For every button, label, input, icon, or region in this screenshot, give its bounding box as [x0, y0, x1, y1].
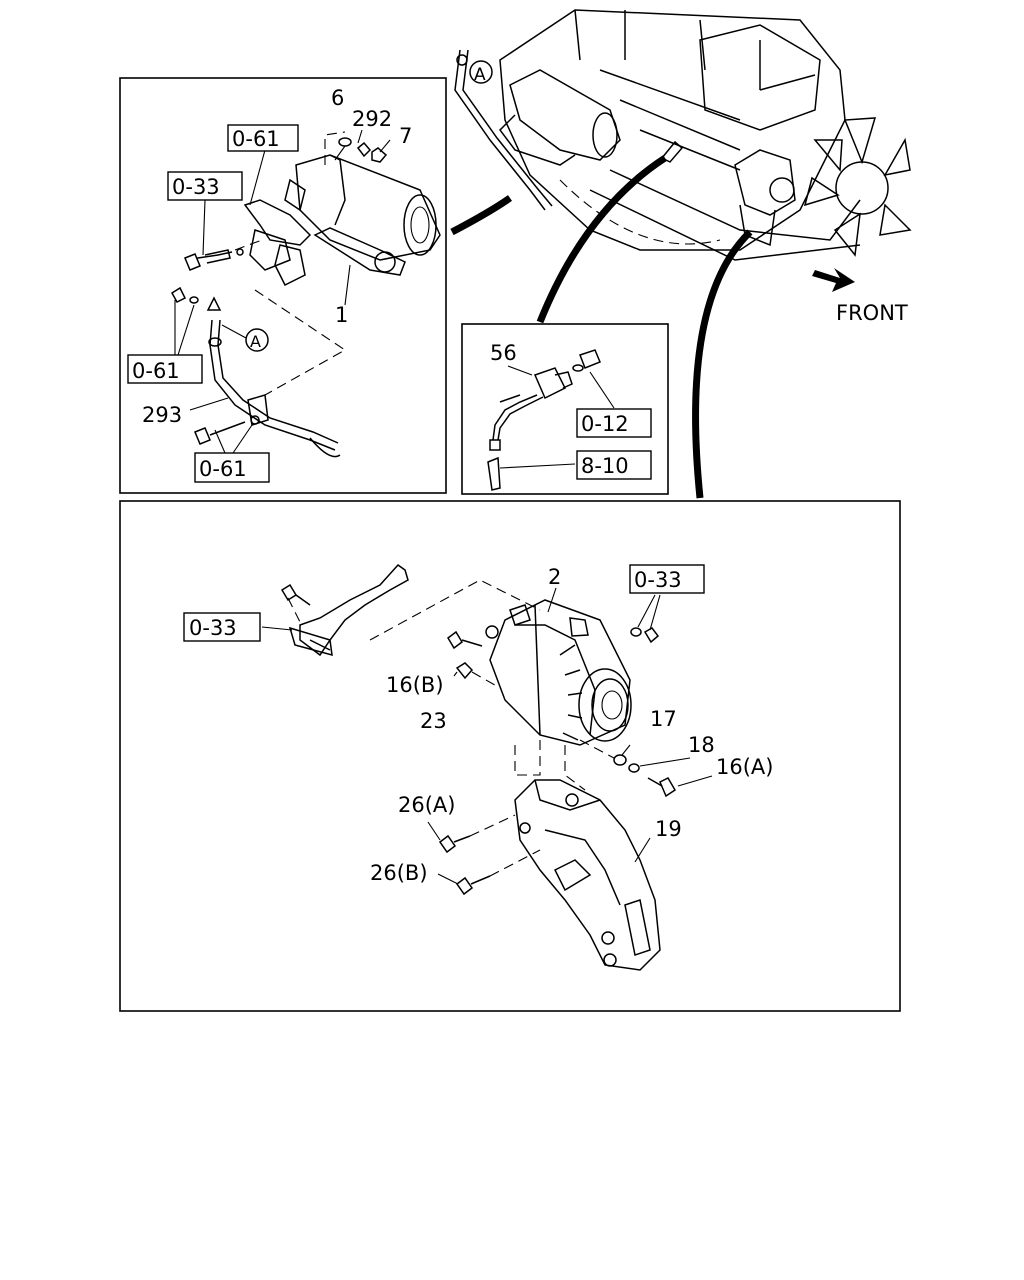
ref-starter-bolt: 0-33: [172, 175, 220, 199]
part-26a: 26(A): [398, 793, 455, 817]
part-16a: 16(A): [716, 755, 773, 779]
part-19: 19: [655, 817, 682, 841]
part-7: 7: [399, 124, 412, 148]
part-16b: 16(B): [386, 673, 444, 697]
marker-a-starter: A: [250, 332, 261, 351]
ref-starter-bracket: 0-61: [232, 127, 280, 151]
front-arrow-icon: [812, 268, 855, 292]
part-17: 17: [650, 707, 677, 731]
part-2: 2: [548, 565, 561, 589]
front-label: FRONT: [836, 301, 908, 325]
leader-starter: [450, 195, 513, 236]
part-1: 1: [335, 303, 348, 327]
part-292: 292: [352, 107, 392, 131]
alternator-detail: [261, 564, 713, 971]
part-18: 18: [688, 733, 715, 757]
leader-alternator: [692, 229, 753, 499]
starter-detail-frame: [119, 77, 447, 494]
part-23: 23: [420, 709, 447, 733]
leader-sensor: [536, 155, 667, 324]
part-6: 6: [331, 86, 344, 110]
marker-a-engine: A: [474, 65, 486, 85]
fan-icon: [803, 117, 912, 257]
sensor-detail-frame: [461, 323, 669, 495]
sensor-detail: [487, 349, 615, 491]
part-26b: 26(B): [370, 861, 428, 885]
ref-starter-washers: 0-61: [132, 359, 180, 383]
ref-starter-clamp: 0-61: [199, 457, 247, 481]
ref-alternator-washers: 0-33: [634, 568, 682, 592]
part-56: 56: [490, 341, 517, 365]
ref-sensor-nut: 0-12: [581, 412, 629, 436]
ref-sensor-connector: 8-10: [581, 454, 629, 478]
alternator-detail-frame: [119, 500, 901, 1012]
ref-alternator-bracket: 0-33: [189, 616, 237, 640]
part-293: 293: [142, 403, 182, 427]
starter-detail: A: [170, 129, 441, 458]
engine-overview: FRONT A: [454, 9, 912, 325]
